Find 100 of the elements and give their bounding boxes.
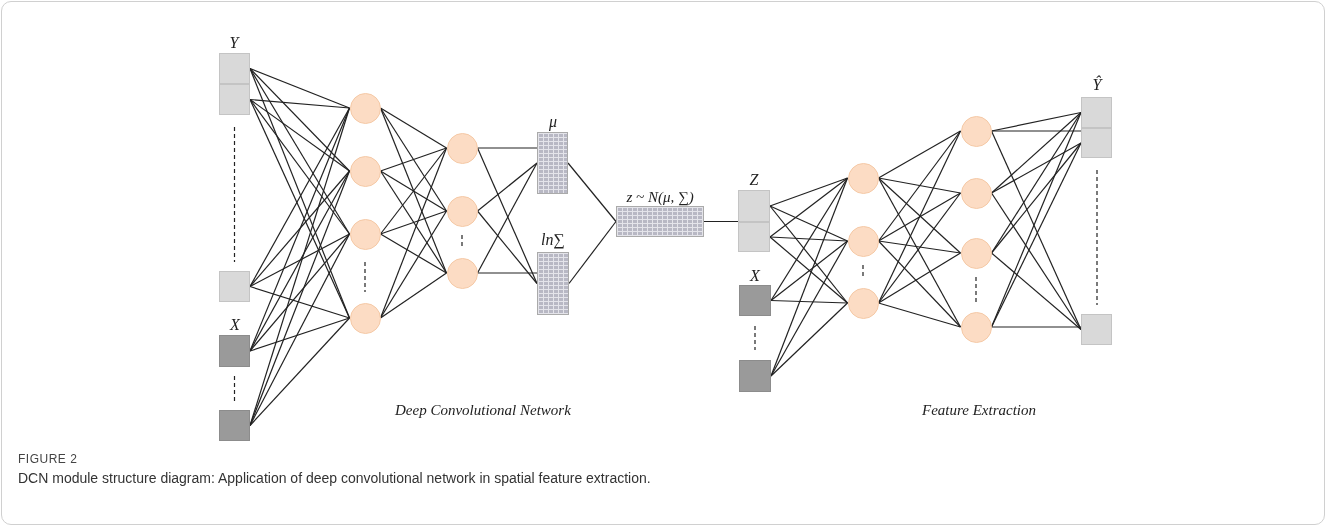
input-cell [739,360,771,392]
section-label: Feature Extraction [922,401,1036,419]
input-cell [219,271,250,302]
input-cell [219,84,250,115]
connection-line [476,272,538,274]
neuron-circle [349,92,381,124]
connection-line [770,302,849,377]
connection-line [249,233,351,288]
variable-label: Z [749,171,759,189]
connection-line [379,107,448,212]
connection-line [877,192,962,242]
connection-line [249,98,351,235]
neuron-circle [446,257,478,289]
variable-label: X [750,267,760,285]
variable-label: X [230,316,240,334]
connection-line [379,107,448,149]
connection-line [476,162,538,212]
neuron-circle [349,302,381,334]
connection-line [990,326,1082,328]
neuron-circle [847,162,879,194]
connection-line [877,240,962,328]
connection-line [877,192,962,304]
connection-line [567,162,617,223]
connection-line [770,240,849,377]
neuron-circle [960,177,992,209]
connection-line [249,107,351,288]
connection-line [877,130,962,242]
connection-line [249,67,351,172]
connection-line [476,147,538,285]
connection-line [877,240,962,254]
connection-line [769,236,849,242]
variable-label: ln∑ [541,231,565,249]
neuron-circle [960,237,992,269]
connection-line [476,210,538,285]
connection-line [379,272,448,319]
input-cell [219,335,250,367]
connection-line [877,177,962,194]
connection-line [379,210,448,235]
neuron-circle [960,311,992,343]
connection-line [703,220,739,223]
connection-line [877,177,962,254]
input-cell [1081,128,1112,158]
connection-line [379,170,448,274]
neuron-circle [446,132,478,164]
input-cell [219,410,250,441]
connection-line [990,252,1082,331]
connection-line [990,130,1082,132]
connection-line [476,162,538,274]
connection-line [877,302,962,328]
connection-line [249,98,351,172]
connection-line [770,177,849,302]
neuron-circle [446,195,478,227]
variable-label: Ŷ [1092,76,1102,94]
connection-line [249,67,351,235]
connection-line [990,111,1082,194]
connection-line [877,130,962,304]
connection-line [379,147,448,172]
connection-line [476,147,538,149]
connection-line [249,233,351,427]
neuron-circle [847,287,879,319]
connection-line [249,317,351,352]
connection-line [877,252,962,304]
neuron-circle [349,155,381,187]
connection-line [769,205,849,242]
input-cell [738,222,770,252]
connection-line [877,177,962,328]
input-cell [1081,97,1112,128]
neuron-circle [847,225,879,257]
connection-line [769,177,849,207]
figure-number: FIGURE 2 [18,452,78,466]
neuron-circle [960,115,992,147]
connection-line [770,299,849,304]
latent-vector-box [537,252,569,315]
input-cell [738,190,770,222]
variable-label: Y [229,34,239,52]
connection-line [379,233,448,274]
connection-line [379,107,448,274]
variable-label: z ~ N(μ, ∑) [626,188,694,206]
latent-vector-box [616,206,704,237]
latent-vector-box [537,132,568,194]
connection-line [990,142,1082,194]
connection-line [249,233,351,352]
connection-line [379,210,448,319]
connection-line [249,285,351,319]
connection-line [990,142,1082,254]
figure-caption: DCN module structure diagram: Application of deep convolutional network in spatial feature extraction. [18,470,651,486]
connection-line [249,170,351,288]
neuron-circle [349,218,381,250]
input-cell [1081,314,1112,345]
connection-line [249,317,351,427]
connection-line [379,147,448,235]
section-label: Deep Convolutional Network [395,401,571,419]
input-cell [219,53,250,84]
variable-label: μ [549,113,558,131]
connection-line [769,177,849,238]
connection-line [379,170,448,212]
connection-line [249,98,351,109]
connection-line [877,130,962,179]
connection-line [568,220,617,285]
input-cell [739,285,771,316]
